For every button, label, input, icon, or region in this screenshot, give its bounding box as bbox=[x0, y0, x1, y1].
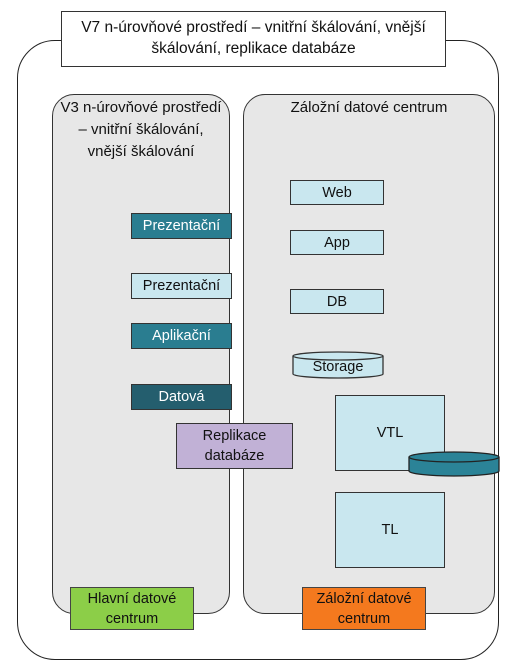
tier-data: Datová bbox=[131, 384, 232, 410]
tier-application: Aplikační bbox=[131, 323, 232, 349]
storage-label: Storage bbox=[312, 359, 364, 375]
tier-web: Web bbox=[290, 180, 384, 205]
tier-presentation-secondary: Prezentační bbox=[131, 273, 232, 299]
main-datacenter-label: Hlavní datové centrum bbox=[70, 587, 194, 630]
tape-disk-icon bbox=[408, 451, 500, 477]
tier-db: DB bbox=[290, 289, 384, 314]
database-replication-box: Replikace databáze bbox=[176, 423, 293, 469]
left-panel-title: V3 n-úrovňové prostředí – vnitřní škálov… bbox=[60, 99, 222, 160]
tier-presentation-primary: Prezentační bbox=[131, 213, 232, 239]
tier-app: App bbox=[290, 230, 384, 255]
diagram-title: V7 n-úrovňové prostředí – vnitřní škálov… bbox=[61, 11, 446, 67]
right-panel-title: Záložní datové centrum bbox=[290, 99, 448, 116]
tl-box: TL bbox=[335, 492, 445, 568]
backup-datacenter-label: Záložní datové centrum bbox=[302, 587, 426, 630]
main-datacenter-panel bbox=[52, 94, 230, 614]
storage-cylinder-icon bbox=[292, 351, 384, 379]
vtl-box: VTL bbox=[335, 395, 445, 471]
